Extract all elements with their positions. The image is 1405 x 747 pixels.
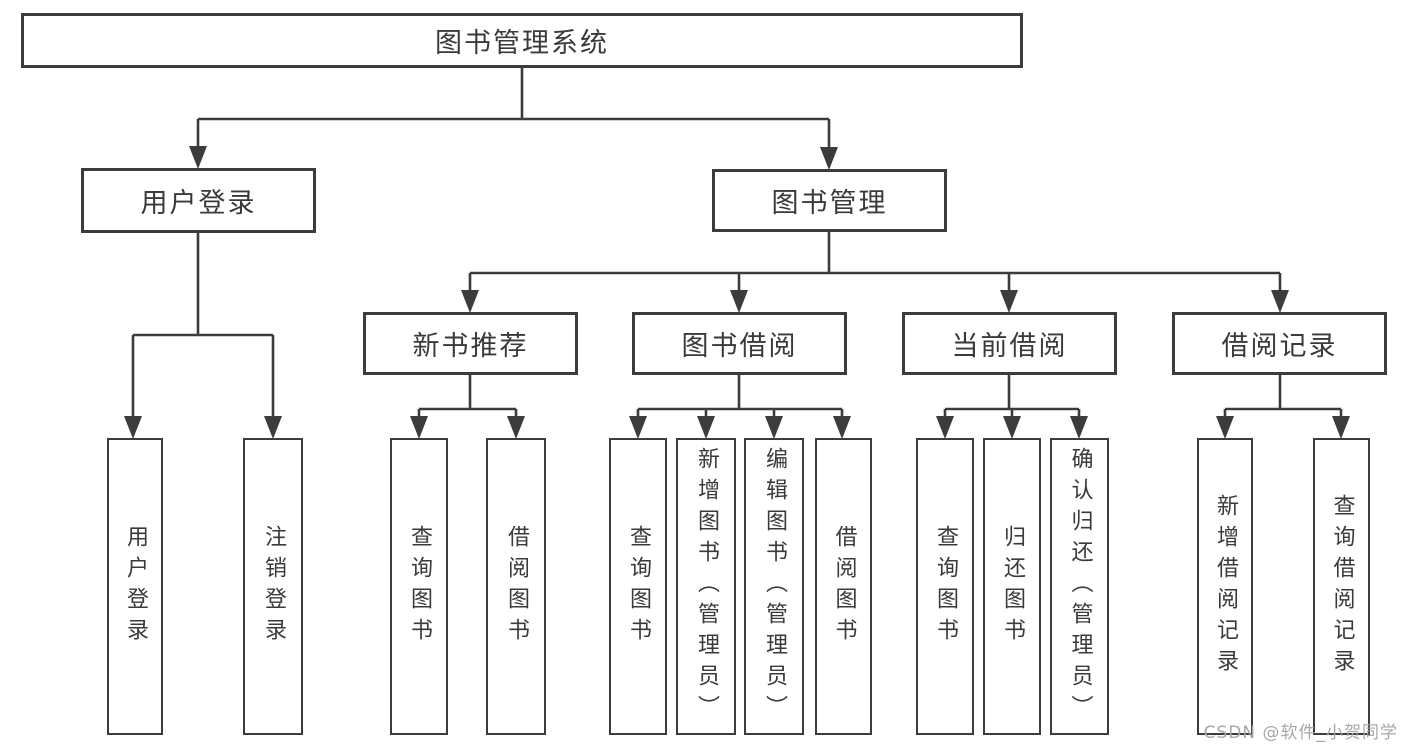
leaf-add-borrow-record: 新增借阅记录	[1197, 438, 1253, 735]
leaf-borrow-book-2: 借阅图书	[815, 438, 872, 735]
node-label: 新增图书（管理员）	[694, 447, 719, 726]
node-label: 编辑图书（管理员）	[762, 447, 787, 726]
node-book-borrowing: 图书借阅	[632, 312, 847, 375]
leaf-edit-book-admin: 编辑图书（管理员）	[744, 438, 804, 735]
node-borrowing-records: 借阅记录	[1172, 312, 1387, 375]
node-label: 图书管理	[771, 188, 888, 219]
node-label: 图书借阅	[681, 331, 798, 362]
leaf-query-book-1: 查询图书	[390, 438, 448, 735]
csdn-watermark: CSDN @软件_小贺同学	[1203, 723, 1398, 743]
node-label: 归还图书	[1000, 524, 1025, 649]
node-label: 新书推荐	[412, 331, 529, 362]
leaf-logout: 注销登录	[243, 438, 303, 735]
node-library-management-system: 图书管理系统	[21, 13, 1023, 68]
node-label: 借阅记录	[1221, 331, 1338, 362]
node-label: 借阅图书	[504, 524, 529, 649]
node-user-login: 用户登录	[81, 168, 316, 233]
node-label: 查询图书	[933, 524, 958, 649]
node-label: 当前借阅	[951, 331, 1068, 362]
leaf-query-borrow-record: 查询借阅记录	[1313, 438, 1370, 735]
leaf-user-login: 用户登录	[107, 438, 163, 735]
node-label: 查询借阅记录	[1329, 493, 1355, 680]
leaf-confirm-return-admin: 确认归还（管理员）	[1050, 438, 1109, 735]
node-label: 用户登录	[123, 524, 148, 649]
node-label: 查询图书	[407, 524, 432, 649]
node-label: 图书管理系统	[435, 28, 609, 59]
node-book-management: 图书管理	[712, 169, 947, 232]
node-label: 查询图书	[626, 524, 651, 649]
leaf-query-book-2: 查询图书	[609, 438, 667, 735]
leaf-return-book: 归还图书	[983, 438, 1041, 735]
node-current-borrowing: 当前借阅	[902, 312, 1117, 375]
arrowheads	[124, 146, 1350, 439]
leaf-query-book-3: 查询图书	[916, 438, 974, 735]
leaf-borrow-book-1: 借阅图书	[486, 438, 546, 735]
node-label: 注销登录	[261, 524, 286, 649]
node-label: 确认归还（管理员）	[1067, 447, 1093, 726]
node-label: 借阅图书	[831, 524, 857, 649]
node-label: 用户登录	[140, 188, 257, 219]
leaf-add-book-admin: 新增图书（管理员）	[676, 438, 736, 735]
node-new-book-recommend: 新书推荐	[363, 312, 578, 375]
node-label: 新增借阅记录	[1213, 493, 1238, 680]
